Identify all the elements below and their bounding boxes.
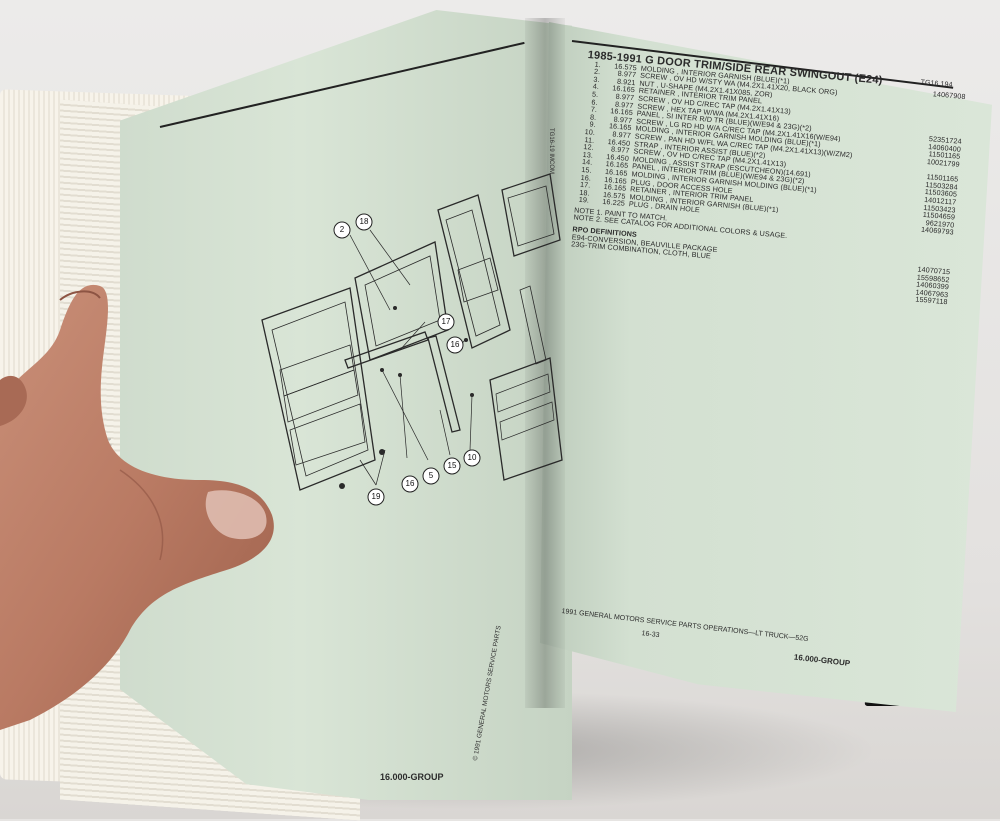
book-gutter — [525, 18, 565, 708]
exploded-door-diagram: 2 18 17 16 19 16 5 15 10 — [261, 173, 563, 506]
left-group-label: 16.000-GROUP — [380, 772, 444, 782]
svg-text:18: 18 — [360, 217, 369, 226]
svg-text:5: 5 — [429, 471, 434, 480]
callout-19: 19 — [367, 488, 385, 506]
svg-text:16: 16 — [406, 479, 415, 488]
callout-18: 18 — [355, 213, 373, 231]
svg-text:19: 19 — [372, 492, 381, 501]
left-page — [120, 10, 572, 800]
svg-text:17: 17 — [442, 317, 451, 326]
callout-16b: 16 — [401, 475, 419, 493]
callout-10: 10 — [463, 449, 481, 467]
svg-text:2: 2 — [340, 225, 345, 234]
svg-text:16: 16 — [451, 340, 460, 349]
right-page — [540, 22, 992, 712]
svg-text:10: 10 — [468, 453, 477, 462]
svg-text:15: 15 — [448, 461, 457, 470]
callout-17: 17 — [437, 313, 455, 331]
callout-5: 5 — [422, 467, 440, 485]
callout-15: 15 — [443, 457, 461, 475]
callout-2: 2 — [333, 221, 351, 239]
callout-16a: 16 — [446, 336, 464, 354]
